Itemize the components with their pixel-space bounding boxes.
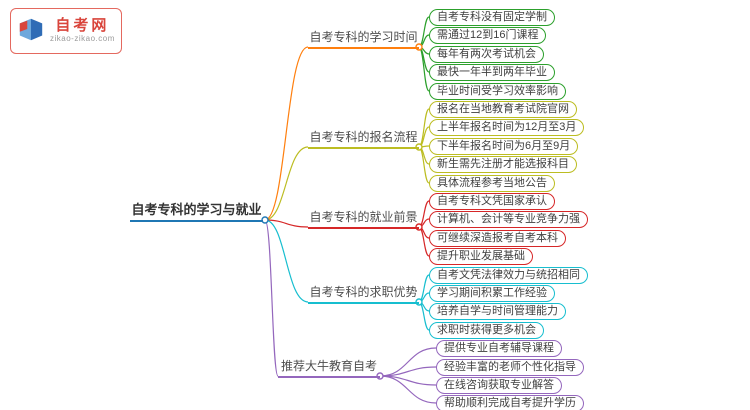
- logo-title: 自考网: [55, 17, 110, 35]
- leaf-node[interactable]: 帮助顺利完成自考提升学历: [436, 395, 584, 410]
- logo-domain: zikao-zikao.com: [50, 33, 115, 43]
- leaf-node[interactable]: 在线咨询获取专业解答: [436, 377, 562, 394]
- leaf-node[interactable]: 可继续深造报考自考本科: [429, 230, 566, 247]
- leaf-node[interactable]: 需通过12到16门课程: [429, 27, 547, 44]
- leaf-node[interactable]: 自考文凭法律效力与统招相同: [429, 267, 588, 284]
- leaf-node[interactable]: 每年有两次考试机会: [429, 46, 544, 63]
- branch-node-3[interactable]: 自考专科的就业前景: [308, 210, 419, 229]
- link-root-branch-4: [264, 219, 309, 303]
- link-root-branch-1: [264, 46, 309, 221]
- leaf-node[interactable]: 培养自学与时间管理能力: [429, 303, 566, 320]
- leaf-node[interactable]: 报名在当地教育考试院官网: [429, 101, 577, 118]
- leaf-node[interactable]: 自考专科没有固定学制: [429, 9, 555, 26]
- leaf-node[interactable]: 具体流程参考当地公告: [429, 175, 555, 192]
- leaf-node[interactable]: 毕业时间受学习效率影响: [429, 83, 566, 100]
- leaf-node[interactable]: 学习期间积累工作经验: [429, 285, 555, 302]
- leaf-node[interactable]: 经验丰富的老师个性化指导: [436, 359, 584, 376]
- leaf-node[interactable]: 下半年报名时间为6月至9月: [429, 138, 579, 155]
- leaf-node[interactable]: 计算机、会计等专业竞争力强: [429, 211, 588, 228]
- link-root-branch-5: [264, 219, 279, 377]
- branch-node-4[interactable]: 自考专科的求职优势: [308, 285, 419, 304]
- branch-node-1[interactable]: 自考专科的学习时间: [308, 30, 419, 49]
- leaf-node[interactable]: 最快一年半到两年毕业: [429, 64, 555, 81]
- branch-node-2[interactable]: 自考专科的报名流程: [308, 130, 419, 149]
- leaf-node[interactable]: 提升职业发展基础: [429, 248, 533, 265]
- logo-icon: [17, 15, 45, 48]
- site-logo[interactable]: 自考网 zikao-zikao.com: [10, 8, 122, 54]
- leaf-node[interactable]: 新生需先注册才能选报科目: [429, 156, 577, 173]
- link-branch2-leaf-5: [418, 146, 430, 184]
- link-root-branch-3: [264, 219, 309, 228]
- leaf-node[interactable]: 提供专业自考辅导课程: [436, 340, 562, 357]
- link-root-branch-2: [264, 146, 309, 221]
- leaf-node[interactable]: 自考专科文凭国家承认: [429, 193, 555, 210]
- leaf-node[interactable]: 上半年报名时间为12月至3月: [429, 119, 585, 136]
- root-node[interactable]: 自考专科的学习与就业: [130, 202, 263, 222]
- link-branch5-leaf-4: [379, 375, 437, 404]
- leaf-node[interactable]: 求职时获得更多机会: [429, 322, 544, 339]
- link-branch1-leaf-1: [418, 16, 430, 48]
- branch-node-5[interactable]: 推荐大牛教育自考: [278, 359, 380, 378]
